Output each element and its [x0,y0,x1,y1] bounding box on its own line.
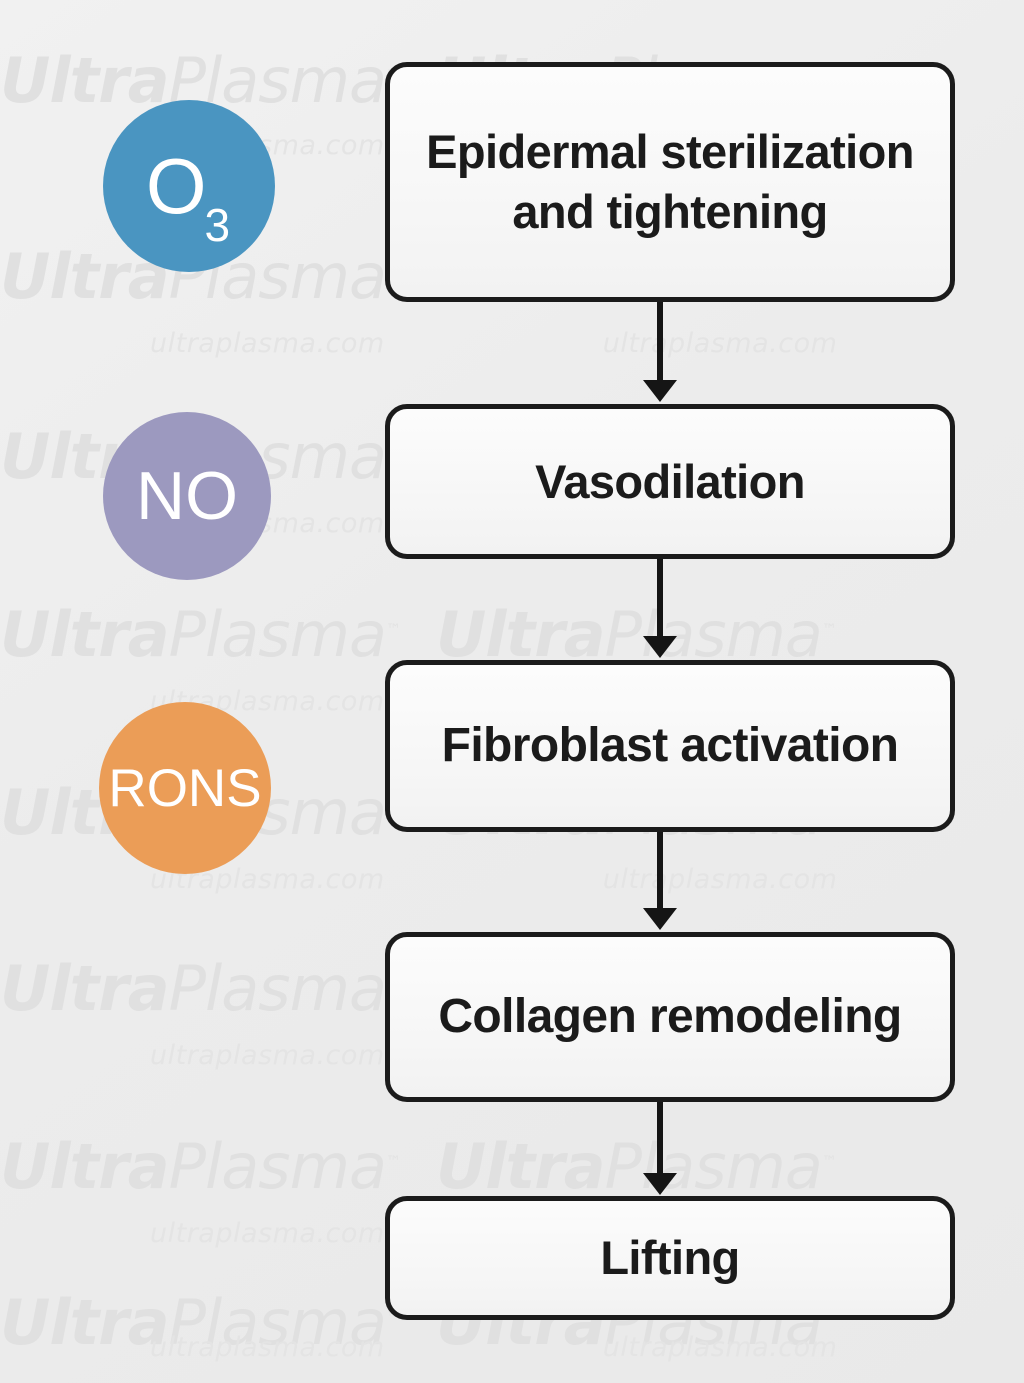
flow-arrow-down-icon [657,302,663,382]
flow-node-fibroblast-activation: Fibroblast activation [385,660,955,832]
flow-node-lifting: Lifting [385,1196,955,1320]
flow-node-label: Epidermal sterilization and tightening [426,125,914,238]
species-badge-ozone: O3 [103,100,275,272]
species-label: RONS [108,758,262,818]
flow-arrow-down-icon [657,1102,663,1175]
flow-node-vasodilation: Vasodilation [385,404,955,559]
flow-node-label: Lifting [600,1231,740,1285]
flow-node-label: Vasodilation [535,454,805,508]
flow-node-epidermal-sterilization: Epidermal sterilization and tightening [385,62,955,302]
flow-arrow-down-icon [657,832,663,910]
flow-node-label: Fibroblast activation [441,718,899,772]
flow-node-label: Collagen remodeling [438,989,902,1043]
species-badge-rons: RONS [99,702,271,874]
species-label: NO [136,458,238,534]
flow-node-collagen-remodeling: Collagen remodeling [385,932,955,1102]
species-label: O3 [145,141,231,252]
species-badge-nitric-oxide: NO [103,412,271,580]
flow-arrow-down-icon [657,559,663,638]
